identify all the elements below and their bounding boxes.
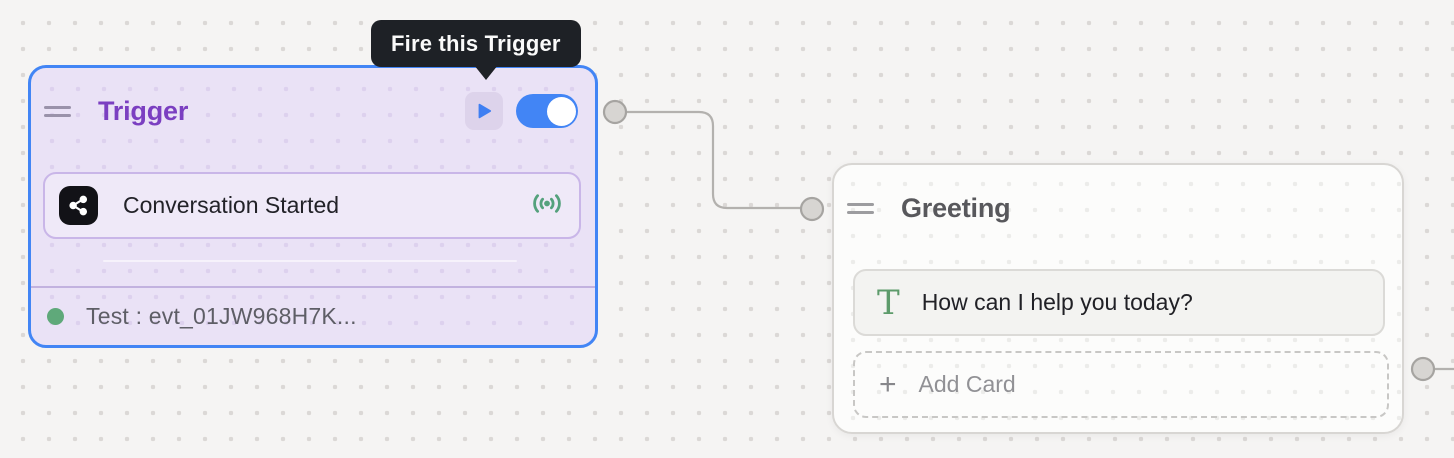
trigger-node-title: Trigger bbox=[98, 95, 189, 126]
trigger-node-footer[interactable]: Test : evt_01JW968H7K... bbox=[31, 288, 595, 345]
fire-trigger-button[interactable] bbox=[465, 92, 503, 130]
test-status-dot-icon bbox=[47, 308, 64, 325]
event-card-label: Conversation Started bbox=[123, 192, 340, 218]
trigger-footer-divider bbox=[31, 286, 595, 288]
trigger-node-header: Trigger bbox=[31, 68, 595, 154]
add-card-label: Add Card bbox=[918, 371, 1016, 397]
conversation-started-card[interactable]: Conversation Started bbox=[43, 172, 581, 239]
tooltip-caret bbox=[474, 65, 498, 80]
text-message-card[interactable]: T How can I help you today? bbox=[853, 269, 1385, 336]
tooltip-fire-trigger: Fire this Trigger bbox=[371, 20, 581, 67]
play-icon bbox=[474, 101, 494, 121]
connection-trigger-to-greeting bbox=[615, 110, 812, 210]
text-card-label: How can I help you today? bbox=[921, 289, 1193, 315]
greeting-node[interactable]: Greeting T How can I help you today? + A… bbox=[832, 163, 1404, 434]
plus-icon: + bbox=[879, 367, 897, 401]
greeting-node-title: Greeting bbox=[901, 192, 1011, 223]
share-icon bbox=[59, 186, 98, 225]
drag-handle-icon[interactable] bbox=[847, 202, 874, 214]
signal-waves-icon bbox=[530, 190, 564, 221]
trigger-enabled-toggle[interactable] bbox=[516, 94, 578, 128]
greeting-input-port[interactable] bbox=[799, 196, 825, 222]
test-event-label: Test : evt_01JW968H7K... bbox=[86, 303, 357, 329]
add-card-button[interactable]: + Add Card bbox=[853, 351, 1389, 418]
collapsed-card-divider bbox=[103, 260, 517, 262]
greeting-output-port[interactable] bbox=[1410, 356, 1436, 382]
trigger-node[interactable]: Trigger bbox=[28, 65, 598, 348]
trigger-output-port[interactable] bbox=[602, 99, 628, 125]
text-T-icon: T bbox=[877, 282, 900, 323]
toggle-knob bbox=[546, 96, 576, 126]
greeting-node-header: Greeting bbox=[834, 165, 1402, 251]
drag-handle-icon[interactable] bbox=[44, 105, 71, 117]
